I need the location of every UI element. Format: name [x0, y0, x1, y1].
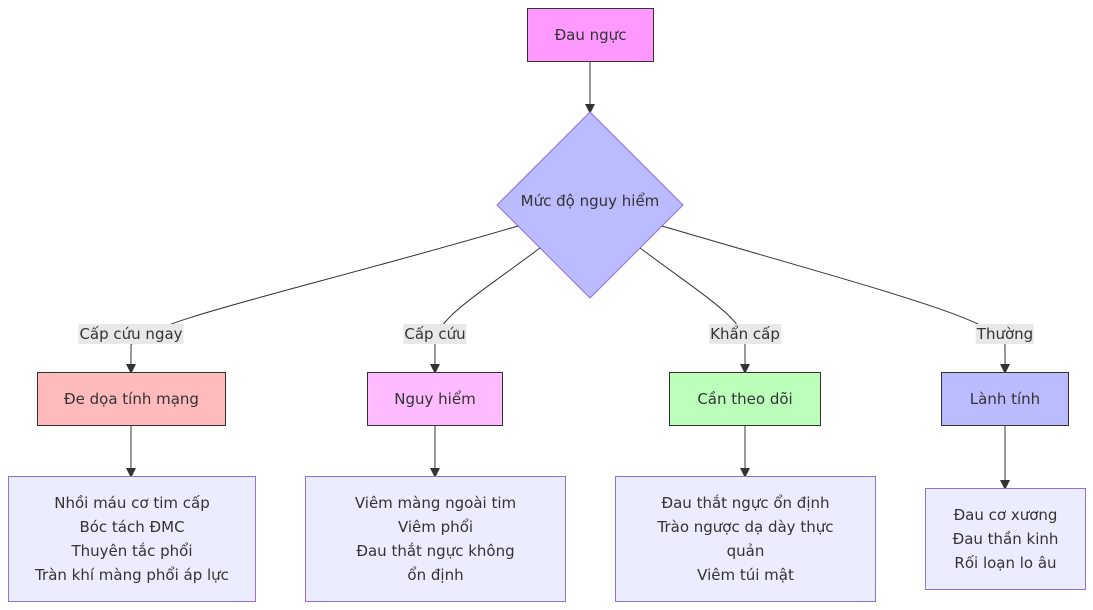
conditions-box: Đau cơ xương Đau thần kinh Rối loạn lo â… — [925, 488, 1086, 590]
decision-diamond — [496, 111, 684, 299]
category-label: Nguy hiểm — [394, 390, 476, 408]
condition: Bóc tách ĐMC — [79, 518, 185, 536]
edge-label: Thường — [975, 324, 1035, 344]
condition: Viêm phổi — [397, 518, 474, 536]
category-node: Nguy hiểm — [367, 372, 503, 426]
edge-4 — [661, 225, 1010, 374]
condition: Thuyên tắc phổi — [71, 542, 193, 560]
category-node: Cần theo dõi — [669, 372, 821, 426]
edge-3 — [639, 247, 750, 374]
condition: Tràn khí màng phổi áp lực — [35, 566, 229, 584]
condition: Rối loạn lo âu — [954, 554, 1057, 572]
decision-label: Mức độ nguy hiểm — [520, 192, 660, 210]
condition: Đau thắt ngực ổn định — [661, 494, 830, 512]
category-label: Đe dọa tính mạng — [64, 390, 199, 408]
condition: Đau cơ xương — [953, 506, 1058, 524]
condition: Nhồi máu cơ tim cấp — [54, 494, 210, 512]
conditions-box: Đau thắt ngực ổn định Trào ngược dạ dày … — [615, 476, 876, 602]
category-node: Đe dọa tính mạng — [37, 372, 226, 426]
category-node: Lành tính — [941, 372, 1069, 426]
edge-2 — [430, 247, 541, 374]
root-node: Đau ngực — [527, 8, 654, 62]
edge-1 — [126, 225, 519, 374]
conditions-box: Viêm màng ngoài tim Viêm phổi Đau thắt n… — [305, 476, 566, 602]
root-label: Đau ngực — [554, 26, 627, 44]
edge-label: Cấp cứu ngay — [78, 324, 184, 344]
condition: Viêm màng ngoài tim — [354, 494, 517, 512]
category-label: Lành tính — [969, 390, 1041, 408]
condition: Đau thần kinh — [952, 530, 1059, 548]
conditions-box: Nhồi máu cơ tim cấp Bóc tách ĐMC Thuyên … — [8, 476, 256, 602]
condition: Trào ngược dạ dày thực quản — [657, 518, 834, 560]
category-label: Cần theo dõi — [697, 390, 793, 408]
edge-label: Khẩn cấp — [709, 324, 781, 344]
edge-label: Cấp cứu — [403, 324, 467, 344]
condition: Đau thắt ngực không ổn định — [356, 542, 515, 584]
condition: Viêm túi mật — [697, 566, 794, 584]
